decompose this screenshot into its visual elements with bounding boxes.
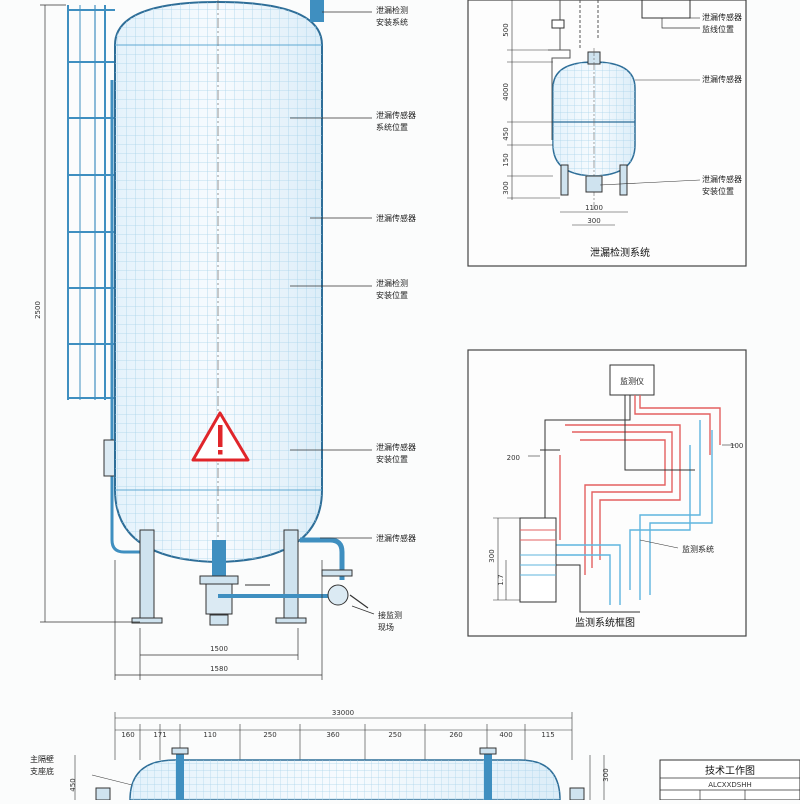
side-pipe (110, 80, 148, 554)
pm-caption: 监测系统框图 (575, 616, 635, 629)
pm-dim-vert2: 1.7 (497, 574, 505, 585)
pm-dim-right: 100 (730, 442, 743, 450)
pd-label-b: 泄漏传感器 (702, 74, 742, 84)
terminal-block (519, 517, 557, 603)
ht-dim-segments: 160 171 110 250 360 250 260 400 115 (121, 731, 554, 739)
svg-text:250: 250 (263, 731, 276, 739)
monitor-box-label: 监测仪 (620, 376, 644, 386)
pd-label-c: 泄漏传感器安装位置 (702, 174, 742, 196)
support-legs (131, 529, 307, 624)
pd-dim-h2: 300 (587, 217, 600, 225)
pd-caption: 泄漏检测系统 (590, 246, 650, 259)
ht-dim-total: 33000 (332, 709, 354, 717)
svg-text:260: 260 (449, 731, 462, 739)
title-block-title: 技术工作图 (705, 764, 755, 777)
svg-text:160: 160 (121, 731, 134, 739)
ht-label-left: 主隔壁支座底 (30, 754, 54, 776)
pd-dim-v1: 500 (502, 23, 510, 36)
label-top: 泄漏检测安装系统 (376, 5, 408, 27)
label-mid1: 泄漏传感器系统位置 (376, 110, 416, 132)
pd-dim-v2: 4000 (502, 83, 510, 101)
svg-text:400: 400 (499, 731, 512, 739)
ht-dim-side1: 450 (69, 778, 77, 791)
label-mid2: 泄漏传感器 (376, 213, 416, 223)
horizontal-tank: 33000 160 171 110 250 360 250 260 400 11… (30, 709, 610, 801)
panel-detection: 500 4000 450 150 300 1100 300 泄漏传感器监线位置 … (467, 0, 747, 267)
title-block-code: ALCXXDSHH (708, 781, 752, 789)
label-bottom2: 接监测现场 (378, 610, 402, 632)
svg-text:171: 171 (153, 731, 166, 739)
label-mid4: 泄漏传感器安装位置 (376, 442, 416, 464)
title-block: 技术工作图 ALCXXDSHH (659, 759, 800, 801)
dim-height-value: 2500 (34, 301, 42, 319)
svg-text:110: 110 (203, 731, 216, 739)
dim-height (40, 4, 140, 623)
pd-dim-h1: 1100 (585, 204, 603, 212)
vertical-tank: 2500 1500 1580 泄漏检测安装系统 泄漏传感器系统位置 泄漏传感器 … (34, 0, 416, 680)
monitor-box (609, 364, 655, 396)
warning-icon (191, 411, 250, 462)
label-bottom1: 泄漏传感器 (376, 533, 416, 543)
pd-dim-v4: 150 (502, 153, 510, 166)
dim-outer-width: 1580 (210, 665, 228, 673)
svg-text:250: 250 (388, 731, 401, 739)
dim-inner-width: 1500 (210, 645, 228, 653)
pm-dim-left: 200 (507, 454, 520, 462)
ladder (67, 5, 115, 400)
svg-text:360: 360 (326, 731, 339, 739)
ht-dim-side2: 300 (602, 768, 610, 781)
svg-text:115: 115 (541, 731, 554, 739)
label-mid3: 泄漏检测安装位置 (376, 278, 408, 300)
pm-dim-vert1: 300 (488, 549, 496, 562)
pd-dim-v5: 300 (502, 181, 510, 194)
pd-label-a: 泄漏传感器监线位置 (702, 12, 742, 34)
panel-monitor: 监测仪 (467, 349, 747, 637)
pd-dim-v3: 450 (502, 127, 510, 140)
pm-line-label: 监测系统 (682, 544, 714, 554)
